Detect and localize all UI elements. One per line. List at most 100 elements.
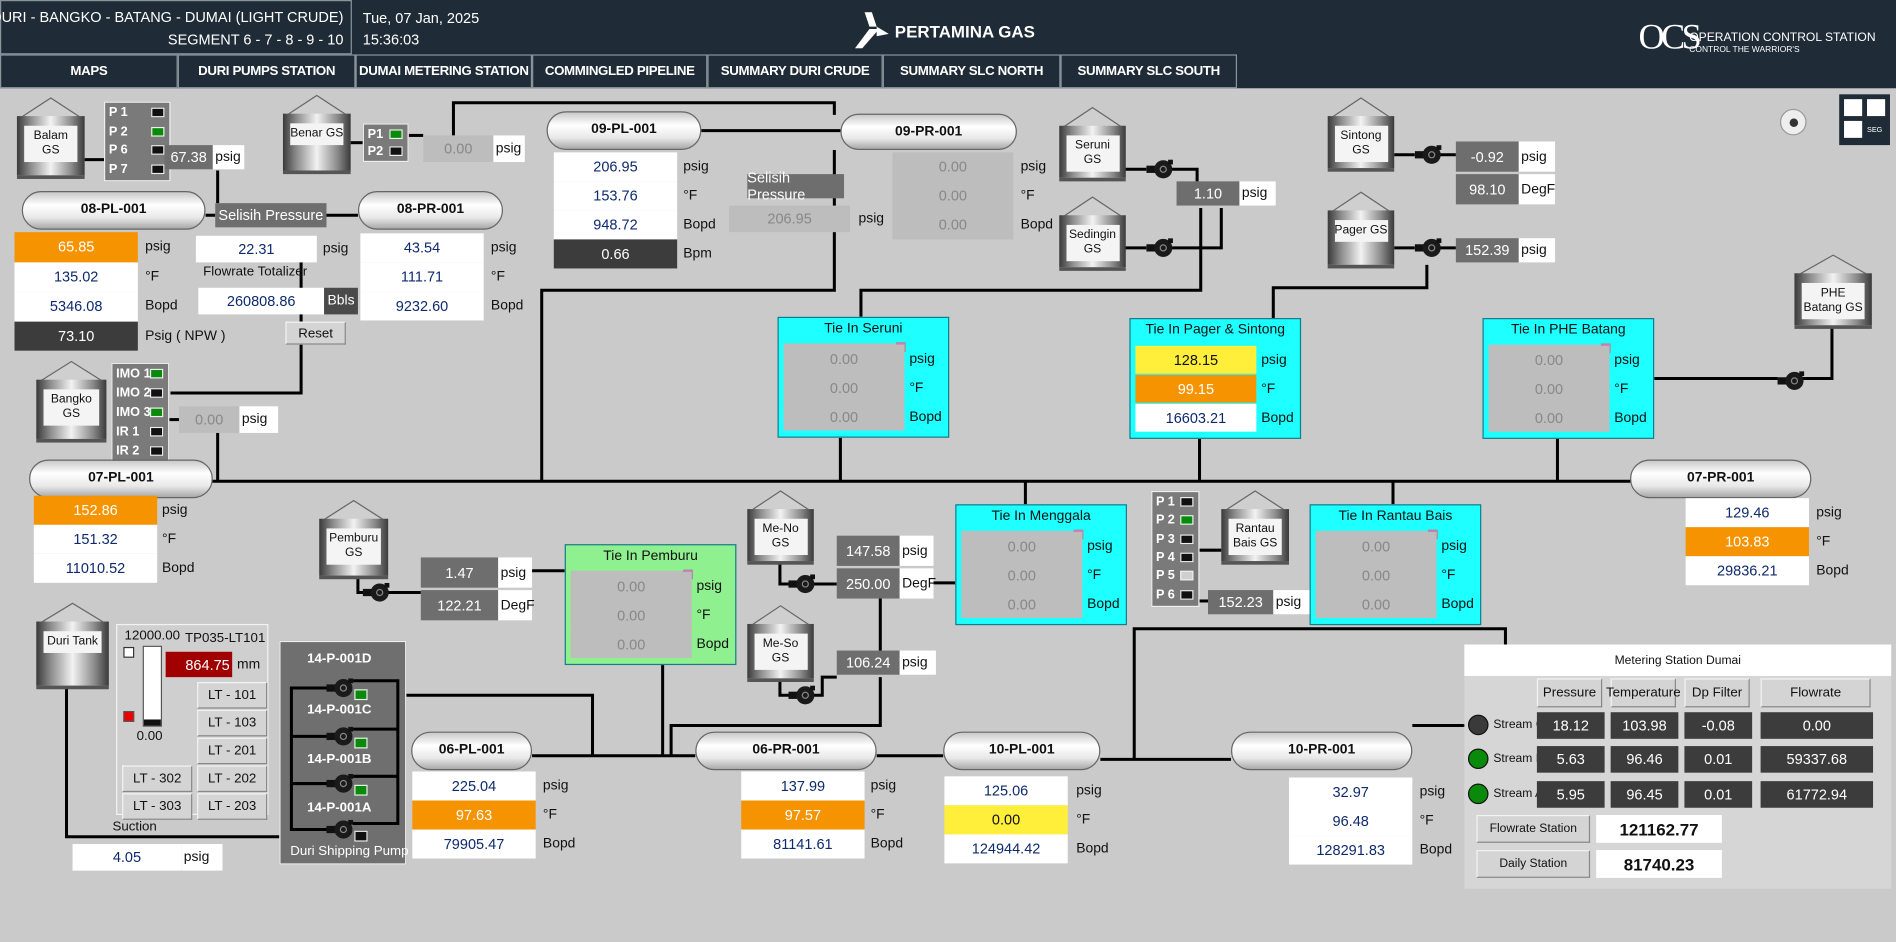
stream-status-indicator bbox=[1467, 783, 1489, 805]
tie-in-value: 0.00 bbox=[783, 402, 905, 431]
nav-duri-pumps-station[interactable]: DURI PUMPS STATION bbox=[177, 54, 356, 89]
tie-in-unit: psig bbox=[1261, 352, 1287, 367]
readout-pr06-value: 97.57 bbox=[741, 800, 865, 830]
reset-button[interactable]: Reset bbox=[285, 321, 346, 345]
vessel-pr10[interactable]: 10-PR-001 bbox=[1230, 731, 1413, 771]
segment-menu-button[interactable]: SEG bbox=[1839, 94, 1890, 146]
low-level-indicator bbox=[123, 711, 135, 722]
tank-seruni[interactable]: Seruni GS bbox=[1059, 106, 1126, 182]
vessel-pl07[interactable]: 07-PL-001 bbox=[29, 459, 213, 499]
metering-value: 0.01 bbox=[1684, 746, 1753, 773]
tank-rantau[interactable]: Rantau Bais GS bbox=[1221, 490, 1290, 565]
vessel-label: 07-PL-001 bbox=[88, 470, 154, 485]
pump-icon[interactable] bbox=[1146, 238, 1173, 257]
record-button[interactable] bbox=[1779, 108, 1807, 136]
vessel-pr08[interactable]: 08-PR-001 bbox=[357, 191, 504, 230]
nav-commingled-pipeline[interactable]: COMMINGLED PIPELINE bbox=[532, 54, 708, 89]
nav-summary-slc-north[interactable]: SUMMARY SLC NORTH bbox=[882, 54, 1061, 89]
pump-icon[interactable] bbox=[1414, 145, 1442, 164]
tank-duri[interactable]: Duri Tank bbox=[36, 602, 109, 690]
pump-icon[interactable] bbox=[326, 726, 354, 746]
pump-icon[interactable] bbox=[362, 582, 390, 602]
nav-summary-slc-south[interactable]: SUMMARY SLC SOUTH bbox=[1060, 54, 1238, 89]
level-transmitter-button[interactable]: LT - 303 bbox=[122, 793, 193, 820]
pump-icon[interactable] bbox=[788, 574, 816, 594]
tank-pemburu[interactable]: Pemburu GS bbox=[319, 499, 389, 580]
nav-summary-duri-crude[interactable]: SUMMARY DURI CRUDE bbox=[707, 54, 883, 89]
readout-meno-unit: DegF bbox=[899, 568, 936, 599]
daily-station-button[interactable]: Daily Station bbox=[1476, 850, 1591, 878]
pump-manifold bbox=[281, 642, 408, 869]
nav-maps[interactable]: MAPS bbox=[0, 54, 178, 89]
pump-status-indicator bbox=[1180, 571, 1194, 581]
shipping-pump-title: Duri Shipping Pump bbox=[290, 844, 409, 859]
level-min-label: 0.00 bbox=[136, 729, 163, 744]
readout-pl09-value: 206.95 bbox=[553, 152, 678, 182]
tank-balam[interactable]: Balam GS bbox=[16, 97, 85, 179]
tie-in-value: 0.00 bbox=[1488, 403, 1610, 432]
nav-dumai-metering-station[interactable]: DUMAI METERING STATION bbox=[355, 54, 533, 89]
vessel-pl08[interactable]: 08-PL-001 bbox=[21, 191, 206, 230]
readout-balam-value: 67.38 bbox=[164, 145, 213, 170]
vessel-pr06[interactable]: 06-PR-001 bbox=[695, 731, 877, 771]
readout-pr10-value: 128291.83 bbox=[1289, 835, 1413, 865]
vessel-pl06[interactable]: 06-PL-001 bbox=[411, 731, 533, 771]
pump-icon[interactable] bbox=[1414, 238, 1442, 257]
pump-status-indicator bbox=[149, 407, 164, 418]
level-transmitter-button[interactable]: LT - 101 bbox=[197, 681, 268, 709]
grid-icon bbox=[1844, 99, 1863, 117]
tank-meno[interactable]: Me-No GS bbox=[747, 490, 814, 565]
tank-bangko[interactable]: Bangko GS bbox=[36, 360, 107, 443]
readout-rantau-value: 152.23 bbox=[1207, 590, 1274, 615]
tank-sedingin[interactable]: Sedingin GS bbox=[1059, 196, 1126, 271]
tank-meso[interactable]: Me-So GS bbox=[747, 605, 814, 682]
readout-pr06-unit: Bopd bbox=[870, 836, 904, 852]
pump-icon[interactable] bbox=[788, 685, 816, 705]
vessel-pl09[interactable]: 09-PL-001 bbox=[546, 111, 702, 150]
suction-label: Suction bbox=[112, 819, 157, 835]
level-transmitter-button[interactable]: LT - 302 bbox=[122, 765, 193, 793]
metering-value: 0.00 bbox=[1760, 712, 1874, 739]
tank-benar[interactable]: Benar GS bbox=[282, 94, 351, 175]
vessel-pl10[interactable]: 10-PL-001 bbox=[943, 731, 1101, 771]
tie-in-value: 0.00 bbox=[783, 373, 905, 402]
level-transmitter-button[interactable]: LT - 202 bbox=[197, 765, 268, 793]
pump-icon[interactable] bbox=[326, 819, 354, 839]
stream-label: Stream B bbox=[1493, 752, 1537, 766]
pump-label: P 6 bbox=[1155, 587, 1175, 602]
vessel-pr07[interactable]: 07-PR-001 bbox=[1630, 459, 1812, 499]
readout-sintong-unit: psig bbox=[1518, 141, 1556, 172]
pump-icon[interactable] bbox=[1146, 159, 1173, 179]
readout-pr10-value: 32.97 bbox=[1289, 777, 1413, 807]
tie-in-unit: °F bbox=[696, 607, 711, 623]
readout-pl07-unit: Bopd bbox=[162, 561, 195, 576]
tank-pager[interactable]: Pager GS bbox=[1327, 191, 1395, 269]
level-transmitter-button[interactable]: LT - 203 bbox=[197, 793, 268, 820]
flowrate-station-button[interactable]: Flowrate Station bbox=[1476, 815, 1591, 843]
vessel-pr09[interactable]: 09-PR-001 bbox=[840, 113, 1017, 150]
readout-pl09-unit: Bopd bbox=[683, 217, 716, 233]
readout-pemburu-value: 122.21 bbox=[420, 590, 499, 621]
tank-sintong[interactable]: Sintong GS bbox=[1327, 97, 1395, 172]
tank-label: Benar GS bbox=[289, 123, 344, 146]
tank-phe[interactable]: PHE Batang GS bbox=[1794, 254, 1872, 329]
readout-meso-value: 106.24 bbox=[836, 650, 900, 675]
pump-label: IR 1 bbox=[116, 424, 140, 439]
tie-in-title: Tie In Seruni bbox=[824, 321, 903, 337]
pump-icon[interactable] bbox=[1777, 371, 1805, 390]
pump-icon[interactable] bbox=[326, 678, 354, 698]
level-tag-label: TP035-LT101 bbox=[185, 631, 266, 646]
pump-icon[interactable] bbox=[326, 773, 354, 793]
readout-pr09-value: 0.00 bbox=[892, 181, 1014, 211]
tie-in-value: 0.00 bbox=[1315, 590, 1437, 618]
metering-value: 59337.68 bbox=[1760, 746, 1874, 773]
level-transmitter-button[interactable]: LT - 201 bbox=[197, 737, 268, 765]
level-transmitter-button[interactable]: LT - 103 bbox=[197, 709, 268, 737]
